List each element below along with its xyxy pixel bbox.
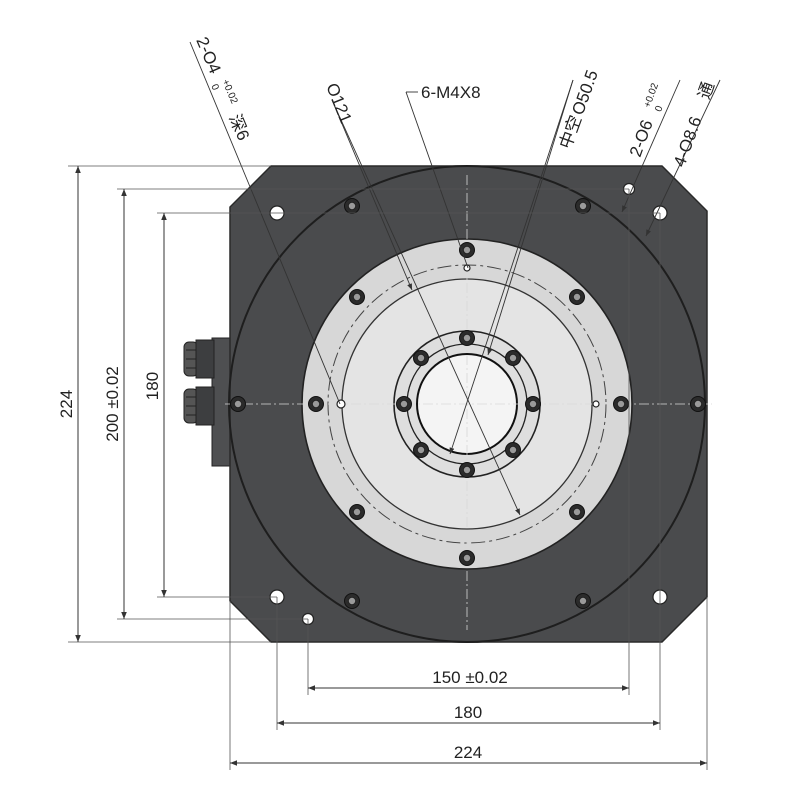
platter-pin-hole bbox=[592, 400, 600, 408]
socket-screw-icon bbox=[569, 289, 585, 305]
socket-screw-icon bbox=[525, 396, 541, 412]
socket-screw-icon bbox=[459, 330, 475, 346]
socket-screw-icon bbox=[505, 350, 521, 366]
socket-screw-icon bbox=[349, 504, 365, 520]
socket-screw-icon bbox=[569, 504, 585, 520]
callout-4-08-6-hole: 4-O8.6 通 bbox=[670, 79, 718, 169]
socket-screw-icon bbox=[690, 396, 706, 412]
screw-group bbox=[230, 198, 706, 609]
callout-2-04-tol-lower: 0 bbox=[208, 83, 220, 93]
side-connector-block bbox=[183, 337, 235, 467]
dim-width-180: 180 bbox=[454, 703, 482, 722]
cable-gland-icon bbox=[183, 339, 215, 379]
socket-screw-icon bbox=[344, 593, 360, 609]
dim-height-224: 224 bbox=[57, 390, 76, 418]
dim-height-200: 200 ±0.02 bbox=[103, 366, 122, 442]
socket-screw-icon bbox=[575, 593, 591, 609]
dimension-lines bbox=[75, 166, 707, 766]
callout-2-06-tol-lower: 0 bbox=[653, 104, 665, 113]
socket-screw-icon bbox=[396, 396, 412, 412]
callout-2-06-main: 2-O6 bbox=[626, 117, 657, 159]
callout-4-08-6-suffix: 通 bbox=[695, 79, 719, 101]
socket-screw-icon bbox=[230, 396, 246, 412]
dim-width-150: 150 ±0.02 bbox=[432, 668, 508, 687]
callout-2-06-hole: 2-O6 +0.02 0 bbox=[626, 81, 666, 159]
socket-screw-icon bbox=[308, 396, 324, 412]
callout-2-06-tol-upper: +0.02 bbox=[642, 81, 661, 109]
socket-screw-icon bbox=[413, 350, 429, 366]
callout-hollow-main: O50.5 bbox=[568, 68, 602, 118]
callout-leaders bbox=[189, 41, 721, 516]
cable-gland-icon bbox=[183, 386, 215, 426]
callout-2-04-main: 2-O4 bbox=[192, 34, 224, 76]
callout-2-04-hole: 2-O4 +0.02 0 深6 bbox=[192, 34, 253, 143]
callout-2-04-suffix: 深6 bbox=[225, 111, 253, 143]
callout-6-m4x8: 6-M4X8 bbox=[421, 83, 481, 102]
callout-dia-121: O121 bbox=[322, 80, 355, 126]
extension-lines bbox=[68, 165, 708, 770]
socket-screw-icon bbox=[505, 442, 521, 458]
socket-screw-icon bbox=[413, 442, 429, 458]
platter-pin-hole bbox=[336, 399, 346, 409]
socket-screw-icon bbox=[349, 289, 365, 305]
socket-screw-icon bbox=[344, 198, 360, 214]
callout-2-04-tol-upper: +0.02 bbox=[219, 78, 239, 106]
socket-screw-icon bbox=[459, 462, 475, 478]
socket-screw-icon bbox=[613, 396, 629, 412]
callout-4-08-6-main: 4-O8.6 bbox=[670, 114, 706, 169]
socket-screw-icon bbox=[575, 198, 591, 214]
callout-hollow-50-5: 中空 O50.5 bbox=[556, 68, 602, 152]
dim-width-224: 224 bbox=[454, 743, 482, 762]
socket-screw-icon bbox=[459, 550, 475, 566]
dim-height-180: 180 bbox=[143, 372, 162, 400]
